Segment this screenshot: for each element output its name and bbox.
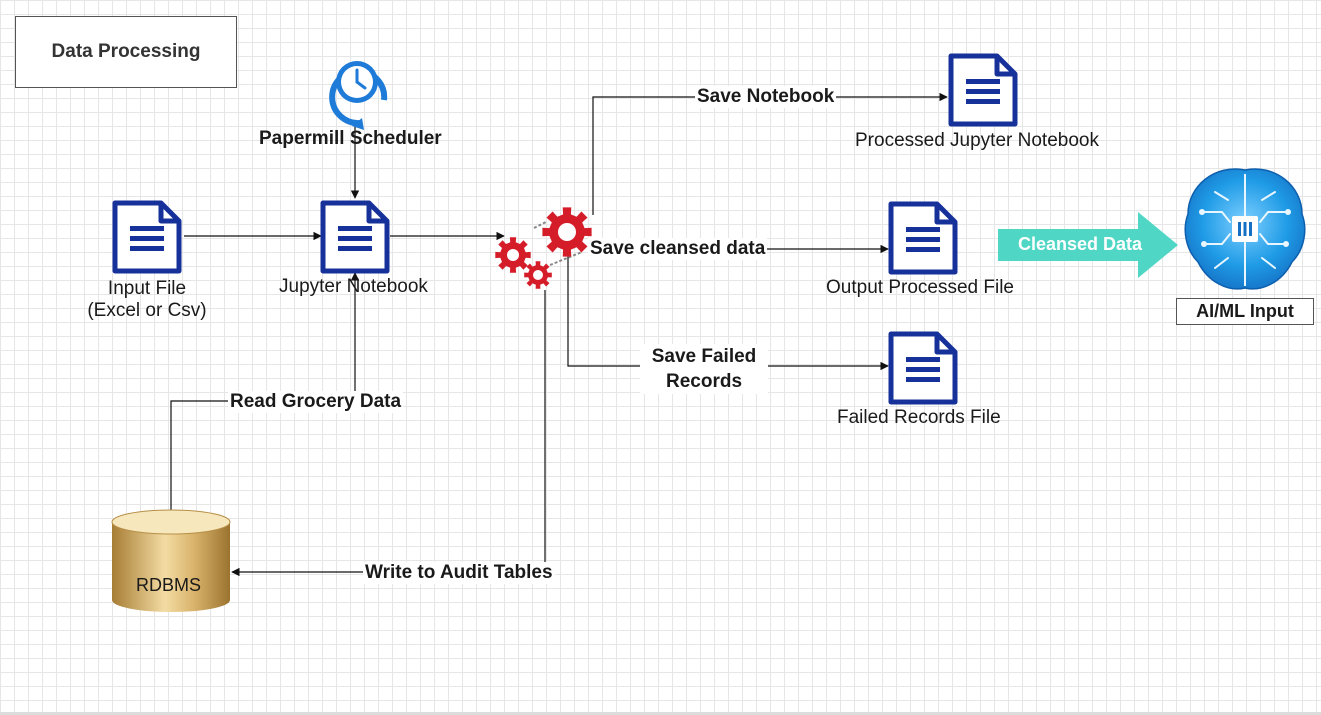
write-audit-label: Write to Audit Tables	[363, 562, 555, 584]
save-notebook-label: Save Notebook	[695, 86, 837, 108]
cleansed-data-arrow	[998, 212, 1178, 278]
jupyter-notebook-label: Jupyter Notebook	[279, 276, 428, 297]
gear-small-2-icon	[524, 261, 552, 289]
cleansed-data-label: Cleansed Data	[1018, 234, 1143, 254]
scheduler-label: Papermill Scheduler	[259, 128, 442, 149]
read-grocery-label: Read Grocery Data	[228, 391, 404, 413]
scheduler-clock-icon	[329, 61, 388, 130]
connector-process-to-rdbms	[231, 290, 546, 577]
failed-records-doc-icon	[891, 334, 955, 402]
aiml-input-badge: AI/ML Input	[1176, 298, 1314, 325]
canvas-bottom-border	[0, 712, 1321, 715]
output-file-doc-icon	[891, 204, 955, 272]
connector-save-notebook	[592, 92, 948, 215]
rdbms-label: RDBMS	[136, 575, 202, 595]
rdbms-cylinder-icon	[111, 509, 231, 612]
save-failed-label: Save Failed Records	[640, 344, 768, 394]
save-cleansed-label: Save cleansed data	[588, 238, 768, 260]
processed-notebook-label: Processed Jupyter Notebook	[855, 130, 1099, 151]
connector-save-failed	[567, 255, 889, 371]
gear-small-1-icon	[495, 237, 531, 273]
input-file-doc-icon	[115, 203, 179, 271]
diagram-title: Data Processing	[15, 16, 237, 88]
gear-large-icon	[542, 207, 592, 257]
failed-records-label: Failed Records File	[837, 407, 1001, 428]
output-file-label: Output Processed File	[826, 277, 1014, 298]
processing-gears-icon	[495, 207, 592, 289]
processed-notebook-doc-icon	[951, 56, 1015, 124]
input-file-label: Input File (Excel or Csv)	[87, 278, 207, 321]
ai-brain-icon	[1184, 168, 1306, 290]
jupyter-notebook-doc-icon	[323, 203, 387, 271]
